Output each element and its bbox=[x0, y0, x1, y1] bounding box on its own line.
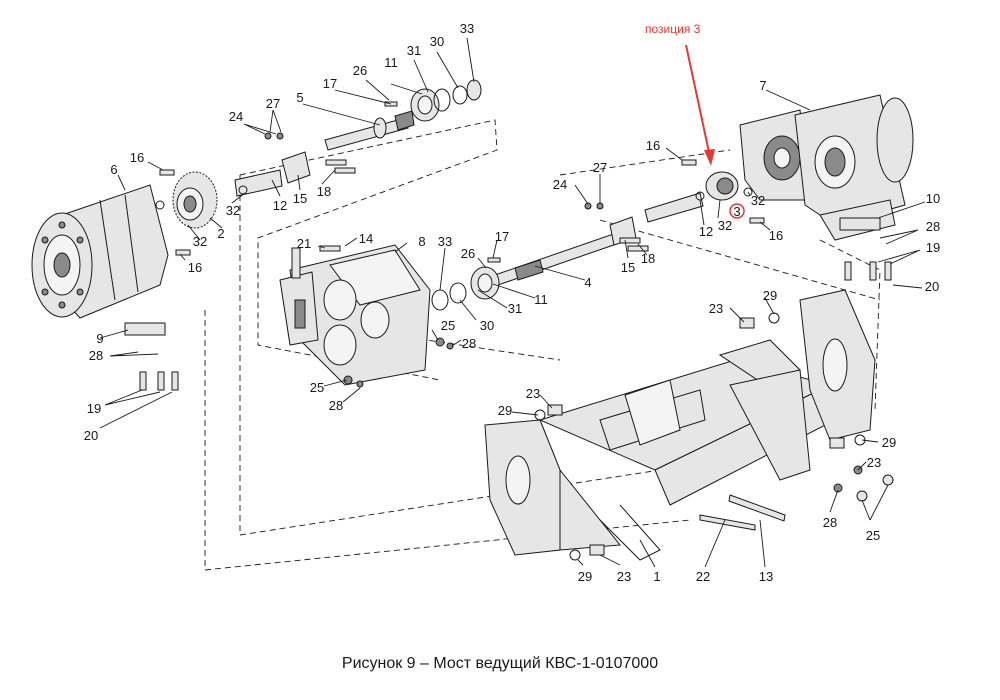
flange-right bbox=[799, 289, 876, 441]
callout-1: 1 bbox=[653, 569, 660, 584]
callout-8: 8 bbox=[418, 234, 425, 249]
annotation-arrow bbox=[685, 44, 745, 219]
callout-16-right-top: 16 bbox=[646, 138, 660, 153]
callout-32-right-low: 32 bbox=[718, 218, 732, 233]
callout-29-mid: 29 bbox=[498, 403, 512, 418]
gearbox-8 bbox=[279, 244, 431, 386]
callout-14: 14 bbox=[359, 231, 373, 246]
shaft-5 bbox=[324, 110, 415, 151]
callout-20-left: 20 bbox=[84, 428, 98, 443]
callout-31-mid: 31 bbox=[508, 301, 522, 316]
callout-16-right-low: 16 bbox=[769, 228, 783, 243]
callout-26-top: 26 bbox=[353, 63, 367, 78]
callout-28-mid: 28 bbox=[462, 336, 476, 351]
callout-9: 9 bbox=[96, 331, 103, 346]
callout-16-left-top: 16 bbox=[130, 150, 144, 165]
callout-20-right: 20 bbox=[925, 279, 939, 294]
callout-11-top: 11 bbox=[384, 55, 398, 70]
callout-18-right: 18 bbox=[641, 251, 655, 266]
callout-22: 22 bbox=[696, 569, 710, 584]
callout-32-left-low: 32 bbox=[193, 234, 207, 249]
callout-15-left: 15 bbox=[293, 191, 307, 206]
callout-labels: 33 30 31 11 26 17 5 27 24 16 6 32 2 32 1… bbox=[84, 21, 940, 584]
callout-30-top: 30 bbox=[430, 34, 444, 49]
callout-17-top: 17 bbox=[323, 76, 337, 91]
callout-25-mid: 25 bbox=[441, 318, 455, 333]
callout-13: 13 bbox=[759, 569, 773, 584]
callout-10: 10 bbox=[926, 191, 940, 206]
callout-28-bottom: 28 bbox=[823, 515, 837, 530]
callout-7: 7 bbox=[759, 78, 766, 93]
callout-25-low: 25 bbox=[310, 380, 324, 395]
callout-4: 4 bbox=[584, 275, 591, 290]
shaft-12-right bbox=[609, 192, 704, 246]
callout-15-right: 15 bbox=[621, 260, 635, 275]
callout-23-right-top: 23 bbox=[709, 301, 723, 316]
callout-29-bottom: 29 bbox=[578, 569, 592, 584]
callout-25-right: 25 bbox=[866, 528, 880, 543]
callout-16-left-low: 16 bbox=[188, 260, 202, 275]
callout-19-right: 19 bbox=[926, 240, 940, 255]
callout-26-mid: 26 bbox=[461, 246, 475, 261]
callout-19-left: 19 bbox=[87, 401, 101, 416]
callout-33-top: 33 bbox=[460, 21, 474, 36]
gear-2 bbox=[172, 171, 218, 229]
callout-23-bottom: 23 bbox=[617, 569, 631, 584]
shaft-12-left bbox=[234, 151, 311, 197]
callout-23-right: 23 bbox=[867, 455, 881, 470]
shaft-4 bbox=[494, 229, 629, 286]
callout-31-top: 31 bbox=[407, 43, 421, 58]
bearing-position-3 bbox=[705, 171, 739, 201]
callout-32-right: 32 bbox=[751, 193, 765, 208]
final-drive-left bbox=[31, 184, 169, 319]
callout-2: 2 bbox=[217, 226, 224, 241]
callout-17-mid: 17 bbox=[495, 229, 509, 244]
callout-27-left: 27 bbox=[266, 96, 280, 111]
cover-upper bbox=[410, 79, 482, 122]
leader-lines bbox=[99, 37, 926, 568]
callout-28-left: 28 bbox=[89, 348, 103, 363]
callout-6: 6 bbox=[110, 162, 117, 177]
callout-30-mid: 30 bbox=[480, 318, 494, 333]
flange-left bbox=[484, 419, 561, 556]
callout-29-right: 29 bbox=[882, 435, 896, 450]
callout-23-mid: 23 bbox=[526, 386, 540, 401]
diagram-canvas: 33 30 31 11 26 17 5 27 24 16 6 32 2 32 1… bbox=[31, 21, 940, 584]
annotation-label: позиция 3 bbox=[645, 22, 701, 36]
callout-24-left: 24 bbox=[229, 109, 243, 124]
final-drive-right bbox=[739, 94, 914, 241]
callout-3: 3 bbox=[733, 204, 740, 219]
callout-33-mid: 33 bbox=[438, 234, 452, 249]
seals-middle bbox=[431, 266, 500, 311]
figure-caption: Рисунок 9 – Мост ведущий КВС-1-0107000 bbox=[341, 655, 659, 672]
callout-12-right: 12 bbox=[699, 224, 713, 239]
frame-1 bbox=[519, 339, 836, 561]
callout-29-right-top: 29 bbox=[763, 288, 777, 303]
callout-5: 5 bbox=[296, 90, 303, 105]
callout-24-right: 24 bbox=[553, 177, 567, 192]
callout-28-right: 28 bbox=[926, 219, 940, 234]
callout-18-left: 18 bbox=[317, 184, 331, 199]
callout-32-left: 32 bbox=[226, 203, 240, 218]
callout-28-low: 28 bbox=[329, 398, 343, 413]
callout-11-mid: 11 bbox=[534, 292, 548, 307]
callout-12-left: 12 bbox=[273, 198, 287, 213]
callout-27-right: 27 bbox=[593, 160, 607, 175]
callout-21: 21 bbox=[297, 236, 311, 251]
